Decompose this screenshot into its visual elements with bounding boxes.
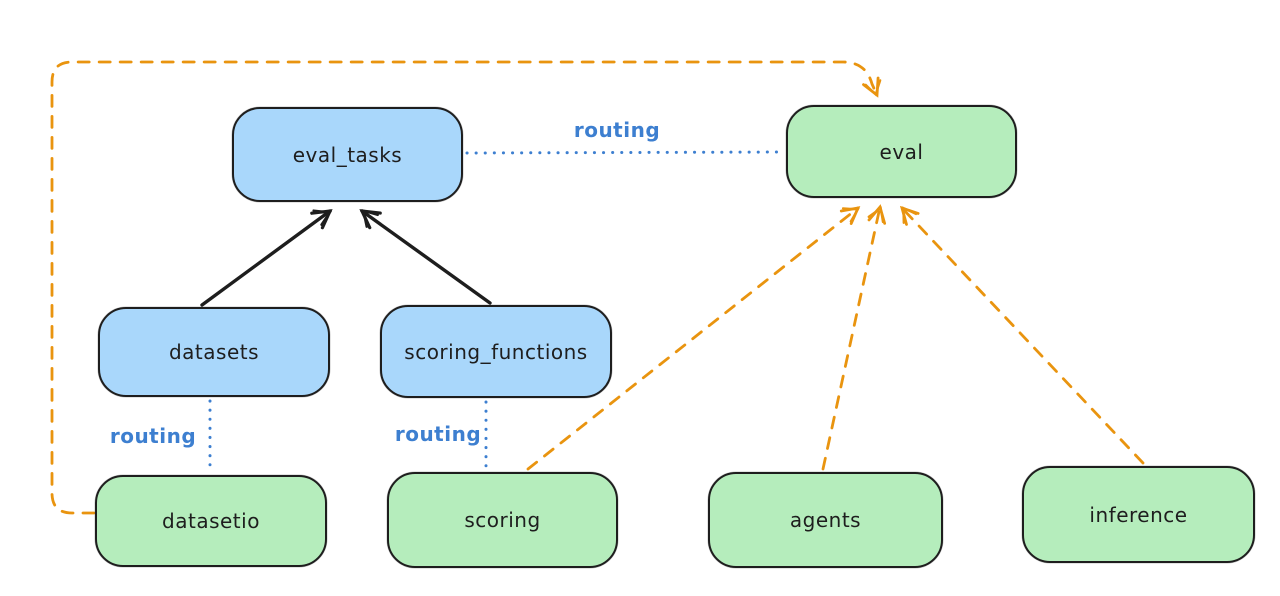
node-eval-tasks: eval_tasks	[232, 107, 463, 202]
node-agents-label: agents	[789, 508, 862, 532]
edge-agents-to-eval	[821, 204, 887, 471]
edge-scoring-to-eval	[526, 206, 861, 471]
node-scoring-functions-label: scoring_functions	[404, 339, 588, 364]
node-inference-label: inference	[1089, 502, 1188, 527]
edge-label-routing-datasets-datasetio: routing	[109, 424, 197, 448]
edge-label-routing-scoringfunctions-scoring: routing	[394, 422, 482, 446]
node-agents: agents	[708, 472, 943, 568]
node-datasets: datasets	[98, 307, 330, 397]
node-datasets-label: datasets	[168, 340, 260, 364]
edge-inference-to-eval	[899, 205, 1145, 465]
node-datasetio-label: datasetio	[162, 509, 260, 533]
node-inference: inference	[1022, 466, 1255, 563]
edge-datasetio-to-eval-loop	[50, 60, 882, 515]
node-scoring: scoring	[387, 472, 618, 568]
node-eval: eval	[786, 105, 1017, 198]
edge-label-routing-evaltasks-eval: routing	[573, 118, 661, 142]
edge-routing-evaltasks-to-eval	[465, 150, 786, 155]
node-eval-label: eval	[879, 139, 924, 164]
node-scoring-label: scoring	[464, 508, 541, 532]
node-datasetio: datasetio	[95, 475, 327, 567]
edge-datasets-to-evaltasks	[200, 209, 333, 307]
node-scoring-functions: scoring_functions	[380, 305, 612, 398]
edge-scoringfunctions-to-evaltasks	[359, 209, 492, 305]
node-eval-tasks-label: eval_tasks	[292, 142, 403, 167]
